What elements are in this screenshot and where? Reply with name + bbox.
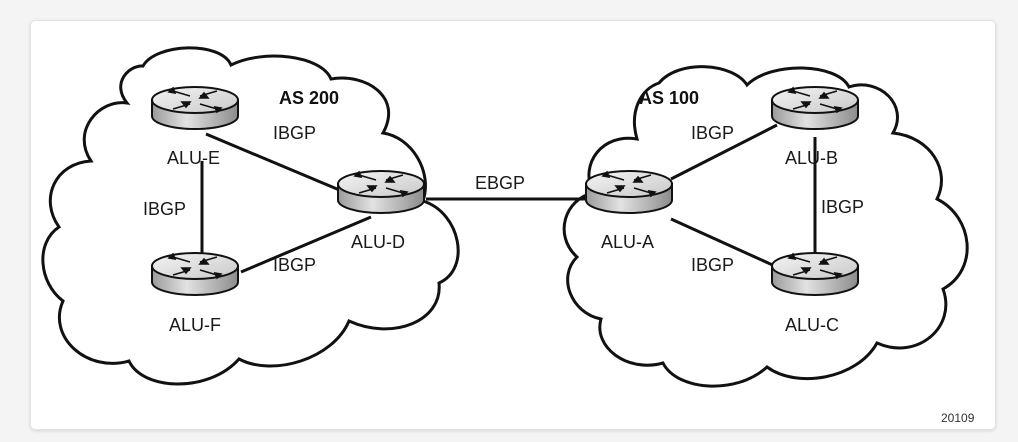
- link-f-d: [240, 215, 372, 274]
- as-100-label: AS 100: [639, 88, 699, 108]
- link-label-a-b: IBGP: [691, 123, 734, 143]
- router-alu-d: [337, 170, 425, 214]
- router-alu-b: [771, 86, 859, 130]
- as-200-label: AS 200: [279, 88, 339, 108]
- router-label-alu-f: ALU-F: [169, 315, 221, 335]
- figure-number: 20109: [941, 411, 975, 425]
- link-label-a-c: IBGP: [691, 255, 734, 275]
- link-a-c: [670, 217, 778, 269]
- router-label-alu-c: ALU-C: [785, 315, 839, 335]
- router-label-alu-d: ALU-D: [351, 232, 405, 252]
- router-alu-e: [151, 86, 239, 130]
- router-label-alu-b: ALU-B: [785, 148, 838, 168]
- bgp-network-diagram: AS 200 AS 100 ALU-E ALU-F ALU-D ALU-A AL…: [41, 46, 975, 425]
- as-200-cloud: [41, 46, 460, 386]
- link-label-b-c: IBGP: [821, 197, 864, 217]
- link-label-f-d: IBGP: [273, 255, 316, 275]
- router-label-alu-a: ALU-A: [601, 232, 654, 252]
- router-label-alu-e: ALU-E: [167, 148, 220, 168]
- link-label-e-f: IBGP: [143, 199, 186, 219]
- link-label-e-d: IBGP: [273, 123, 316, 143]
- router-alu-f: [151, 252, 239, 296]
- router-alu-a: [585, 170, 673, 214]
- diagram-frame: AS 200 AS 100 ALU-E ALU-F ALU-D ALU-A AL…: [30, 20, 996, 430]
- router-alu-c: [771, 252, 859, 296]
- as-100-cloud: [562, 65, 969, 388]
- link-label-d-a: EBGP: [475, 173, 525, 193]
- link-a-b: [670, 123, 778, 181]
